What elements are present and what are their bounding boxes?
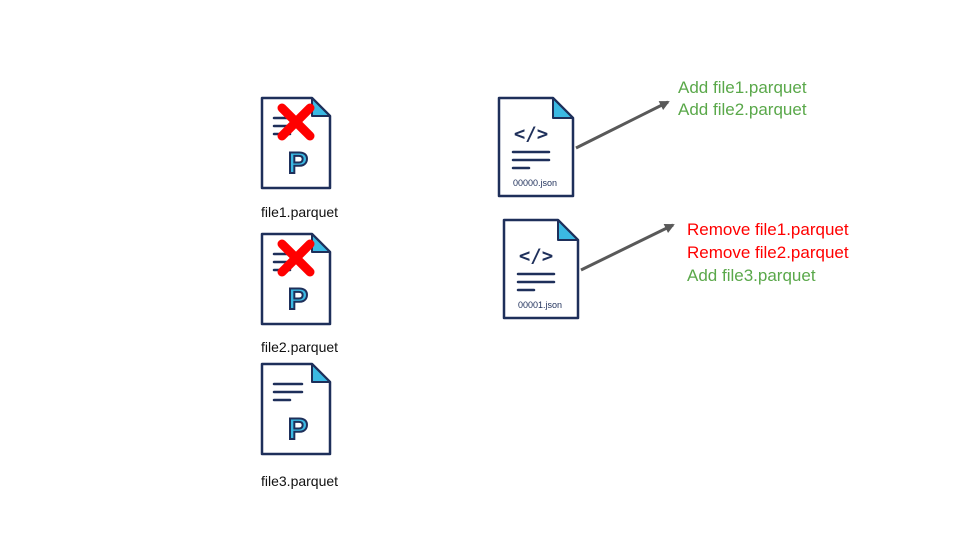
parquet-file-icon: P	[260, 232, 332, 326]
action-line: Add file2.parquet	[678, 100, 807, 119]
parquet-file-icon: P	[260, 362, 332, 456]
json-file-name: 00001.json	[518, 300, 562, 310]
code-icon: </>	[514, 123, 548, 145]
json-file-name: 00000.json	[513, 178, 557, 188]
code-icon: </>	[519, 245, 553, 267]
action-line: Add file3.parquet	[687, 266, 816, 285]
arrow-connector	[580, 223, 675, 272]
parquet-p-glyph: P	[288, 147, 308, 180]
parquet-p-glyph: P	[288, 413, 308, 446]
parquet-file-icon: P	[260, 96, 332, 190]
arrow-connector	[575, 100, 670, 150]
action-line: Remove file2.parquet	[687, 243, 849, 262]
file-caption: file1.parquet	[261, 204, 339, 220]
action-line: Add file1.parquet	[678, 78, 807, 97]
removed-cross-icon	[277, 103, 315, 141]
json-file-icon: </> 00001.json	[502, 218, 580, 320]
action-line: Remove file1.parquet	[687, 220, 849, 239]
removed-cross-icon	[277, 239, 315, 277]
file-caption: file2.parquet	[261, 339, 339, 355]
json-file-icon: </> 00000.json	[497, 96, 575, 198]
file-caption: file3.parquet	[261, 473, 339, 489]
parquet-p-glyph: P	[288, 283, 308, 316]
